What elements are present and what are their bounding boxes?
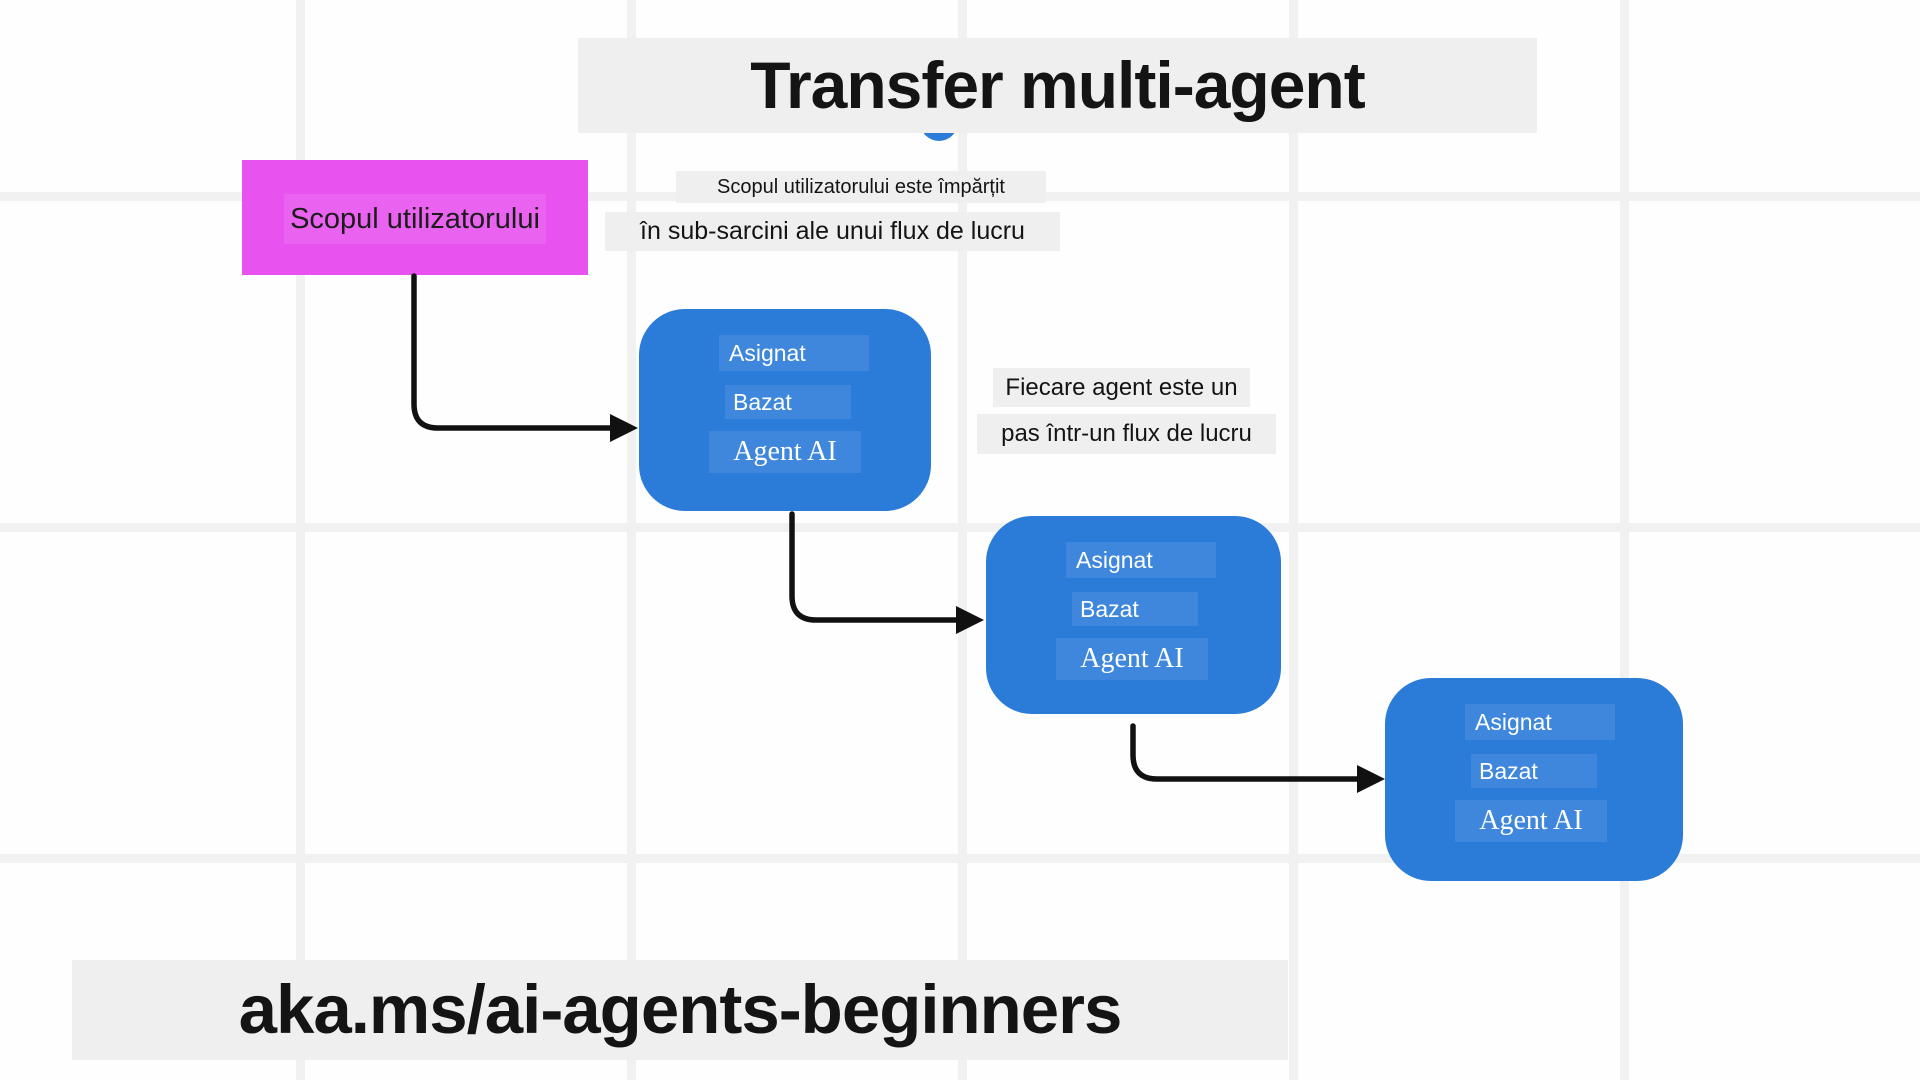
agent-assigned-label: Asignat bbox=[1465, 704, 1615, 740]
agent-based-label: Bazat bbox=[1471, 754, 1597, 788]
arrow-goal-to-agent1 bbox=[411, 273, 615, 431]
agent-based-label: Bazat bbox=[725, 385, 851, 419]
node-agent-3: Asignat Bazat Agent AI bbox=[1385, 678, 1683, 881]
grid-line-vertical bbox=[296, 0, 305, 1080]
agent-assigned-label: Asignat bbox=[1066, 542, 1216, 578]
arrow-agent1-to-agent2 bbox=[789, 511, 961, 623]
arrowhead bbox=[956, 606, 984, 634]
arrow-agent2-to-agent3 bbox=[1130, 723, 1362, 782]
agent-name-label: Agent AI bbox=[1056, 638, 1208, 680]
caption-split-line2: în sub-sarcini ale unui flux de lucru bbox=[605, 212, 1060, 251]
arrowhead bbox=[610, 414, 638, 442]
caption-agent-step-line1: Fiecare agent este un bbox=[993, 368, 1250, 407]
agent-name-label: Agent AI bbox=[709, 431, 861, 473]
agent-name-label: Agent AI bbox=[1455, 800, 1607, 842]
agent-based-label: Bazat bbox=[1072, 592, 1198, 626]
agent-assigned-label: Asignat bbox=[719, 335, 869, 371]
grid-line-horizontal bbox=[0, 854, 1920, 863]
node-user-goal: Scopul utilizatorului bbox=[242, 160, 588, 275]
node-user-goal-label: Scopul utilizatorului bbox=[284, 194, 546, 244]
node-agent-1: Asignat Bazat Agent AI bbox=[639, 309, 931, 511]
grid-line-vertical bbox=[1289, 0, 1298, 1080]
page-title: Transfer multi-agent bbox=[578, 38, 1537, 133]
caption-split-line1: Scopul utilizatorului este împărțit bbox=[676, 171, 1046, 203]
grid-line-horizontal bbox=[0, 523, 1920, 532]
grid-line-vertical bbox=[1620, 0, 1629, 1080]
caption-agent-step-line2: pas într-un flux de lucru bbox=[977, 414, 1276, 454]
grid-line-vertical bbox=[958, 0, 967, 1080]
grid-line-vertical bbox=[627, 0, 636, 1080]
footer-link: aka.ms/ai-agents-beginners bbox=[72, 960, 1288, 1060]
node-agent-2: Asignat Bazat Agent AI bbox=[986, 516, 1281, 714]
arrowhead bbox=[1357, 765, 1385, 793]
